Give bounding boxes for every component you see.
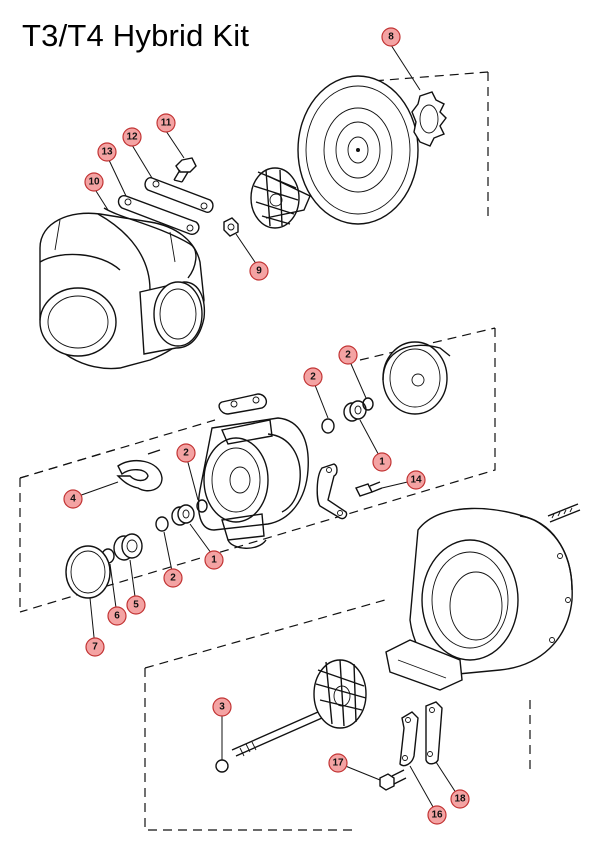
callout-7: 7 [85,637,105,657]
callout-18-label: 18 [454,794,466,805]
callout-1-upper: 1 [372,452,392,472]
journal-bearing-lower [171,504,195,526]
snap-ring [411,91,447,147]
thrust-collar [113,533,143,561]
callout-13: 13 [97,142,117,162]
compressor-backplate [297,75,419,225]
bolt-lock-plate [316,463,348,520]
dowel-pin [147,449,161,455]
o-ring [103,207,197,279]
callout-11: 11 [156,113,176,133]
retaining-ring-upper-b [362,397,374,411]
callout-17-label: 17 [332,758,344,769]
callout-2-center: 2 [176,443,196,463]
callout-16: 16 [427,805,447,825]
callout-1-lower: 1 [204,550,224,570]
callout-10: 10 [84,172,104,192]
oil-inlet-flange [218,393,268,415]
callout-8-label: 8 [388,32,394,43]
callout-8: 8 [381,27,401,47]
diagram-title: T3/T4 Hybrid Kit [22,18,250,53]
seal-ring [65,545,111,599]
callout-14: 14 [406,470,426,490]
turbine-wheel-shaft [231,659,367,757]
compressor-housing [39,212,206,370]
callout-9: 9 [249,261,269,281]
center-housing [197,417,309,549]
turbine-lock-plate [399,711,419,767]
retaining-ring-upper-a [321,418,335,434]
clamp-plate [144,177,214,213]
callout-18: 18 [450,789,470,809]
callout-5: 5 [126,595,146,615]
turbine-bolt [379,769,407,791]
section-boundaries [19,71,531,831]
callout-17: 17 [328,753,348,773]
lock-plate [117,195,200,235]
callout-10-label: 10 [88,177,100,188]
callout-9-label: 9 [256,266,262,277]
callout-2c-label: 2 [183,448,189,459]
oil-slinger [215,759,229,773]
callout-6-label: 6 [114,611,120,622]
callout-7-label: 7 [92,642,98,653]
thrust-bearing [116,459,163,492]
callout-4: 4 [63,489,83,509]
callout-14-label: 14 [410,475,422,486]
callout-1b-label: 1 [211,555,217,566]
compressor-wheel [250,167,311,229]
turbine-housing [385,507,573,691]
retaining-ring-lower-b [196,499,208,513]
callout-4-label: 4 [70,494,76,505]
housing-stud [547,503,581,523]
callout-12-label: 12 [126,132,138,143]
callout-2-upper-left: 2 [303,367,323,387]
callout-5-label: 5 [133,600,139,611]
callout-2d-label: 2 [170,573,176,584]
callout-11-label: 11 [161,118,172,129]
callout-16-label: 16 [431,810,443,821]
callout-2a-label: 2 [310,372,316,383]
callout-2-upper-right: 2 [338,345,358,365]
callout-3-label: 3 [219,702,225,713]
callout-6: 6 [107,606,127,626]
bolt [173,157,197,183]
compressor-nut [223,217,239,237]
callout-2b-label: 2 [345,350,351,361]
callout-1a-label: 1 [379,457,385,468]
callout-2-lower: 2 [163,568,183,588]
housing-bolt [355,481,383,497]
callout-13-label: 13 [101,147,113,158]
callout-3: 3 [212,697,232,717]
bearing-housing-cover [382,341,451,415]
callout-12: 12 [122,127,142,147]
retaining-ring-lower-a [155,516,169,532]
turbine-clamp-plate [425,701,443,765]
journal-bearing-upper [343,400,367,422]
